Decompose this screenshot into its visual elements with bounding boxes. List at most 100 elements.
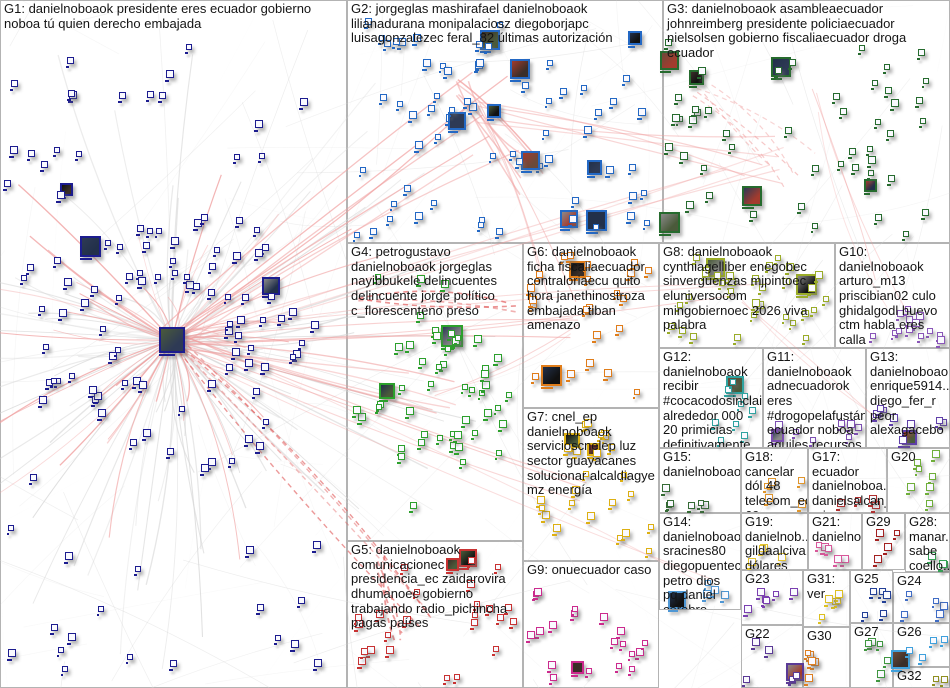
graph-node[interactable]: [803, 673, 813, 686]
graph-node-photo[interactable]: [891, 649, 911, 672]
graph-node[interactable]: [565, 369, 575, 382]
graph-node[interactable]: [169, 660, 178, 672]
graph-node[interactable]: [453, 674, 461, 685]
graph-node[interactable]: [483, 409, 493, 422]
graph-node[interactable]: [664, 39, 673, 51]
graph-node[interactable]: [570, 197, 579, 209]
graph-node[interactable]: [934, 610, 944, 623]
graph-node[interactable]: [56, 646, 64, 657]
graph-node[interactable]: [605, 166, 615, 179]
graph-node[interactable]: [255, 441, 265, 454]
graph-node[interactable]: [758, 544, 766, 556]
graph-node[interactable]: [534, 626, 544, 639]
graph-node[interactable]: [436, 435, 444, 446]
graph-node[interactable]: [888, 414, 898, 427]
graph-node[interactable]: [580, 85, 588, 96]
graph-node[interactable]: [142, 428, 152, 441]
graph-node[interactable]: [296, 597, 305, 609]
graph-node[interactable]: [895, 309, 904, 321]
graph-node[interactable]: [546, 59, 554, 70]
graph-node[interactable]: [96, 606, 104, 617]
graph-node[interactable]: [627, 666, 635, 676]
graph-node-photo[interactable]: [660, 51, 679, 74]
graph-node[interactable]: [398, 384, 406, 395]
graph-node[interactable]: [781, 278, 790, 289]
graph-node[interactable]: [136, 225, 145, 236]
graph-node[interactable]: [26, 150, 35, 162]
graph-node[interactable]: [905, 590, 913, 601]
graph-node[interactable]: [869, 332, 877, 343]
graph-node[interactable]: [792, 671, 801, 683]
graph-node[interactable]: [497, 419, 507, 432]
graph-node[interactable]: [563, 444, 573, 457]
graph-node[interactable]: [719, 590, 729, 603]
graph-node[interactable]: [374, 273, 382, 284]
graph-node[interactable]: [471, 429, 479, 440]
graph-node[interactable]: [727, 288, 735, 299]
graph-node[interactable]: [426, 380, 434, 391]
graph-node[interactable]: [620, 528, 630, 541]
graph-node[interactable]: [25, 263, 34, 275]
graph-node[interactable]: [921, 77, 929, 88]
graph-node[interactable]: [585, 359, 595, 371]
graph-node[interactable]: [914, 466, 922, 477]
graph-node[interactable]: [854, 424, 862, 436]
graph-node[interactable]: [170, 237, 180, 249]
graph-node[interactable]: [309, 321, 319, 334]
graph-node[interactable]: [582, 126, 592, 139]
graph-node[interactable]: [236, 315, 245, 328]
graph-node-photo[interactable]: [659, 212, 681, 237]
graph-node[interactable]: [240, 293, 249, 305]
graph-node[interactable]: [153, 273, 161, 284]
graph-node[interactable]: [491, 646, 499, 657]
graph-node[interactable]: [924, 500, 933, 512]
graph-node[interactable]: [136, 269, 143, 280]
graph-node[interactable]: [810, 222, 818, 233]
graph-node[interactable]: [377, 34, 385, 45]
graph-node[interactable]: [785, 262, 794, 275]
graph-node[interactable]: [674, 94, 683, 106]
graph-node[interactable]: [473, 334, 483, 347]
graph-node[interactable]: [602, 430, 609, 441]
graph-node[interactable]: [60, 666, 68, 677]
graph-node[interactable]: [884, 87, 893, 98]
graph-node[interactable]: [538, 504, 546, 515]
graph-node[interactable]: [761, 597, 770, 609]
graph-node[interactable]: [37, 395, 47, 408]
graph-node[interactable]: [619, 295, 628, 306]
graph-node[interactable]: [267, 292, 276, 304]
graph-node[interactable]: [751, 299, 761, 312]
graph-node[interactable]: [722, 129, 730, 141]
graph-node[interactable]: [637, 108, 647, 121]
graph-node-photo[interactable]: [668, 590, 686, 612]
graph-node[interactable]: [615, 626, 625, 639]
graph-node[interactable]: [875, 670, 885, 683]
graph-node[interactable]: [935, 336, 945, 348]
graph-node[interactable]: [260, 363, 270, 376]
graph-node[interactable]: [417, 438, 426, 450]
graph-node[interactable]: [397, 453, 406, 464]
graph-node[interactable]: [928, 636, 937, 648]
graph-node[interactable]: [480, 370, 489, 383]
graph-node[interactable]: [460, 384, 468, 395]
graph-node[interactable]: [704, 192, 713, 204]
graph-node[interactable]: [359, 648, 368, 660]
graph-node[interactable]: [875, 641, 883, 652]
graph-node[interactable]: [697, 499, 705, 510]
graph-node[interactable]: [404, 340, 414, 353]
graph-node[interactable]: [892, 530, 900, 541]
graph-node[interactable]: [675, 302, 683, 313]
graph-node[interactable]: [874, 118, 882, 129]
graph-node[interactable]: [905, 646, 914, 658]
graph-node[interactable]: [274, 635, 281, 646]
graph-node[interactable]: [477, 390, 485, 400]
graph-node[interactable]: [494, 563, 502, 574]
graph-node[interactable]: [526, 283, 536, 296]
graph-node[interactable]: [515, 157, 523, 169]
graph-node[interactable]: [124, 273, 133, 285]
graph-node[interactable]: [493, 354, 503, 367]
graph-node[interactable]: [817, 614, 825, 625]
graph-node[interactable]: [833, 589, 843, 602]
graph-node[interactable]: [495, 22, 503, 32]
graph-node[interactable]: [582, 471, 590, 482]
